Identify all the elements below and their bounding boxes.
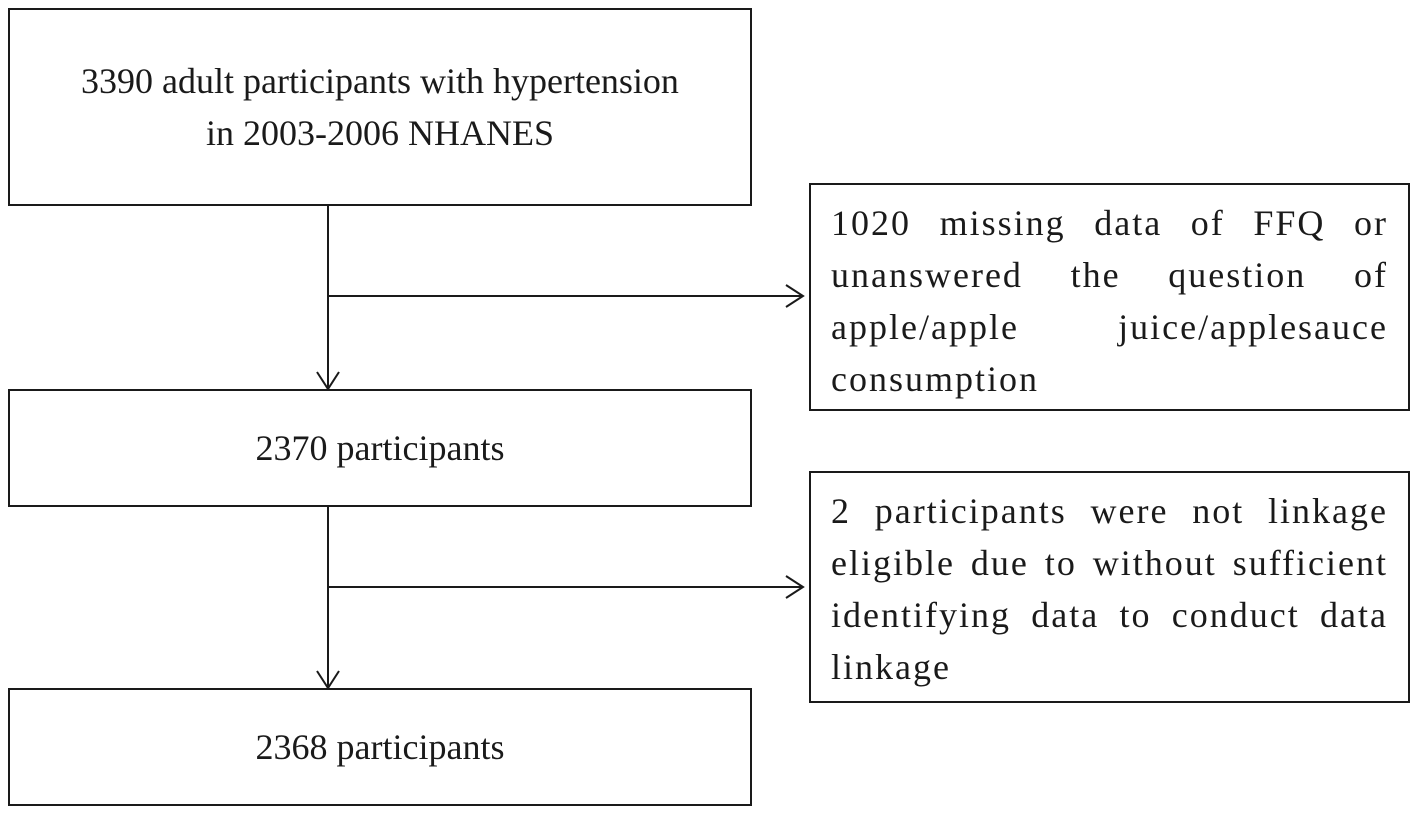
exclusion-box-ffq-text: 1020 missing data of FFQ or unanswered t…: [831, 203, 1388, 399]
box-final-cohort-text: 2368 participants: [255, 727, 505, 767]
exclusion-box-linkage: 2 participants were not linkage eligible…: [809, 471, 1410, 703]
arrowhead-exclusion-1: [785, 284, 805, 308]
exclusion-box-ffq: 1020 missing data of FFQ or unanswered t…: [809, 183, 1410, 411]
arrowhead-exclusion-2: [785, 575, 805, 599]
box-after-exclusion-1-text: 2370 participants: [255, 428, 505, 468]
exclusion-box-linkage-text: 2 participants were not linkage eligible…: [831, 491, 1388, 687]
box-initial-cohort: 3390 adult participants with hypertensio…: [8, 8, 752, 206]
box-after-exclusion-1: 2370 participants: [8, 389, 752, 507]
box-final-cohort: 2368 participants: [8, 688, 752, 806]
box-initial-cohort-text: 3390 adult participants with hypertensio…: [81, 61, 679, 153]
